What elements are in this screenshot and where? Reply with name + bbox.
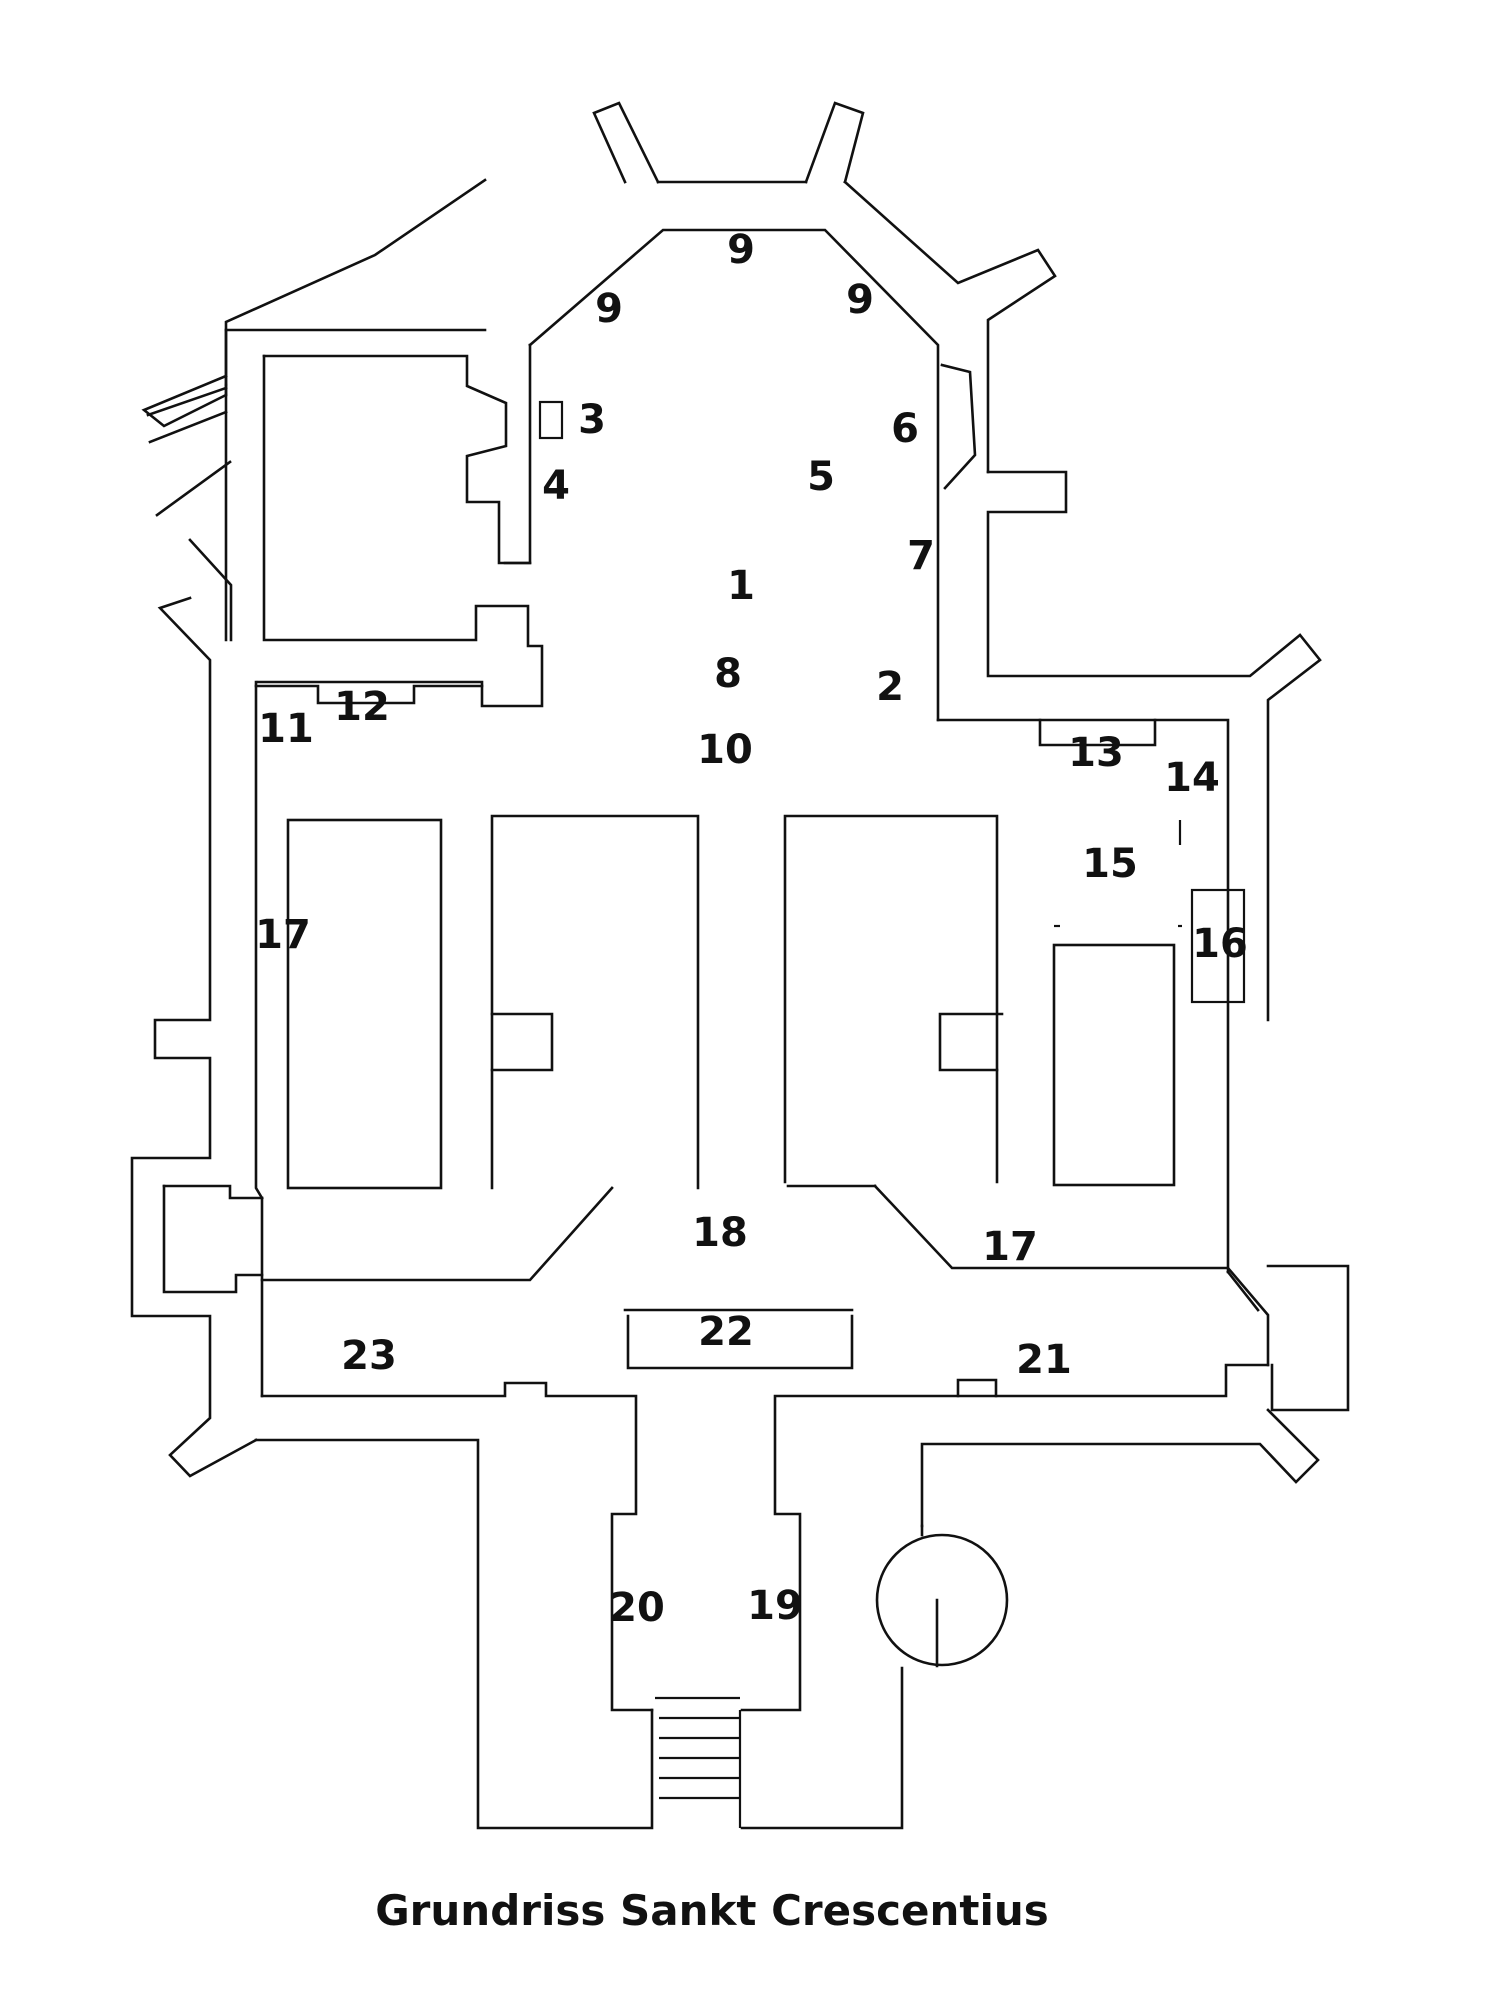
label-12: 12 (334, 684, 390, 730)
label-5: 5 (807, 454, 835, 500)
left-aisle-walls (130, 596, 264, 1478)
label-21: 21 (1016, 1337, 1072, 1383)
label-8: 8 (714, 651, 742, 697)
label-10: 10 (697, 727, 753, 773)
room-labels: 1 2 3 4 5 6 7 8 9 9 9 10 11 12 13 14 15 … (255, 227, 1248, 1631)
label-20: 20 (609, 1585, 665, 1631)
label-11: 11 (258, 706, 314, 752)
label-17-left: 17 (255, 912, 311, 958)
lower-nave-walls (254, 1184, 1350, 1830)
north-annex-walls (141, 328, 564, 708)
label-2: 2 (876, 664, 904, 710)
label-14: 14 (1164, 755, 1220, 801)
plan-title: Grundriss Sankt Crescentius (375, 1886, 1049, 1935)
label-3: 3 (578, 397, 606, 443)
label-9-right: 9 (846, 277, 874, 323)
apse-walls (224, 101, 1057, 722)
label-9-top: 9 (727, 227, 755, 273)
label-19: 19 (747, 1583, 803, 1629)
label-18: 18 (692, 1210, 748, 1256)
label-6: 6 (891, 406, 919, 452)
label-15: 15 (1082, 841, 1138, 887)
label-4: 4 (542, 463, 570, 509)
label-23: 23 (341, 1333, 397, 1379)
label-1: 1 (727, 563, 755, 609)
label-22: 22 (698, 1309, 754, 1355)
label-7: 7 (907, 533, 935, 579)
right-chapel-walls (936, 363, 1322, 1274)
label-17-right: 17 (982, 1224, 1038, 1270)
label-16: 16 (1192, 921, 1248, 967)
label-13: 13 (1068, 730, 1124, 776)
label-9-left: 9 (595, 286, 623, 332)
